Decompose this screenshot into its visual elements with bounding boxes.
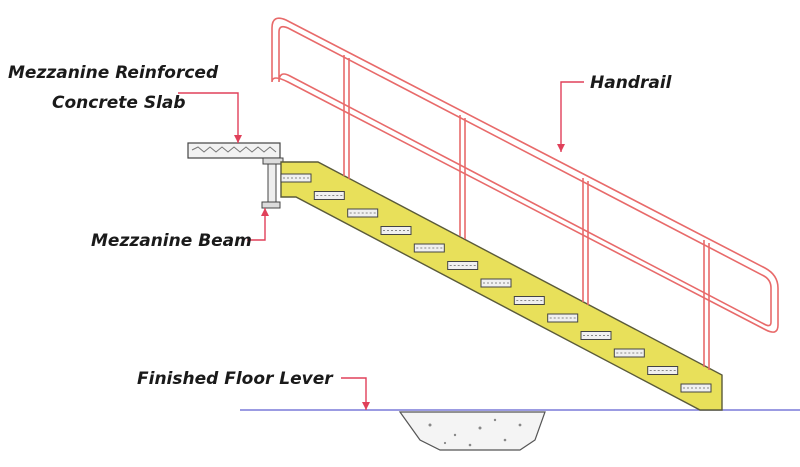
mezzanine-beam: [261, 157, 284, 209]
stair-tread: [480, 278, 512, 288]
stair-tread: [647, 366, 679, 375]
stair-treads: [280, 173, 712, 393]
handrail-leader: [560, 81, 584, 152]
floor-leader: [341, 377, 367, 410]
beam-leader: [247, 208, 266, 241]
stair-tread: [413, 243, 445, 253]
slab-leader: [178, 92, 239, 143]
handrail: [271, 17, 779, 370]
handrail-label: Handrail: [590, 73, 673, 93]
stair-tread: [580, 331, 612, 340]
footing-foundation: [398, 411, 546, 451]
mezzanine-slab: [187, 142, 281, 159]
stair-tread: [613, 348, 645, 358]
floor-label: Finished Floor Lever: [137, 369, 334, 389]
slab-label-line1: Mezzanine Reinforced: [8, 63, 219, 83]
stair-tread: [513, 296, 545, 305]
stair-tread: [680, 383, 712, 393]
slab-label-line2: Concrete Slab: [52, 93, 186, 113]
stair-tread: [547, 313, 579, 323]
stair-tread: [313, 191, 345, 200]
leader-lines: [178, 81, 584, 410]
stair-tread: [347, 208, 379, 218]
stair-tread: [380, 226, 412, 235]
stair-tread: [447, 261, 479, 270]
beam-label: Mezzanine Beam: [91, 231, 252, 251]
stair-tread: [280, 173, 312, 183]
